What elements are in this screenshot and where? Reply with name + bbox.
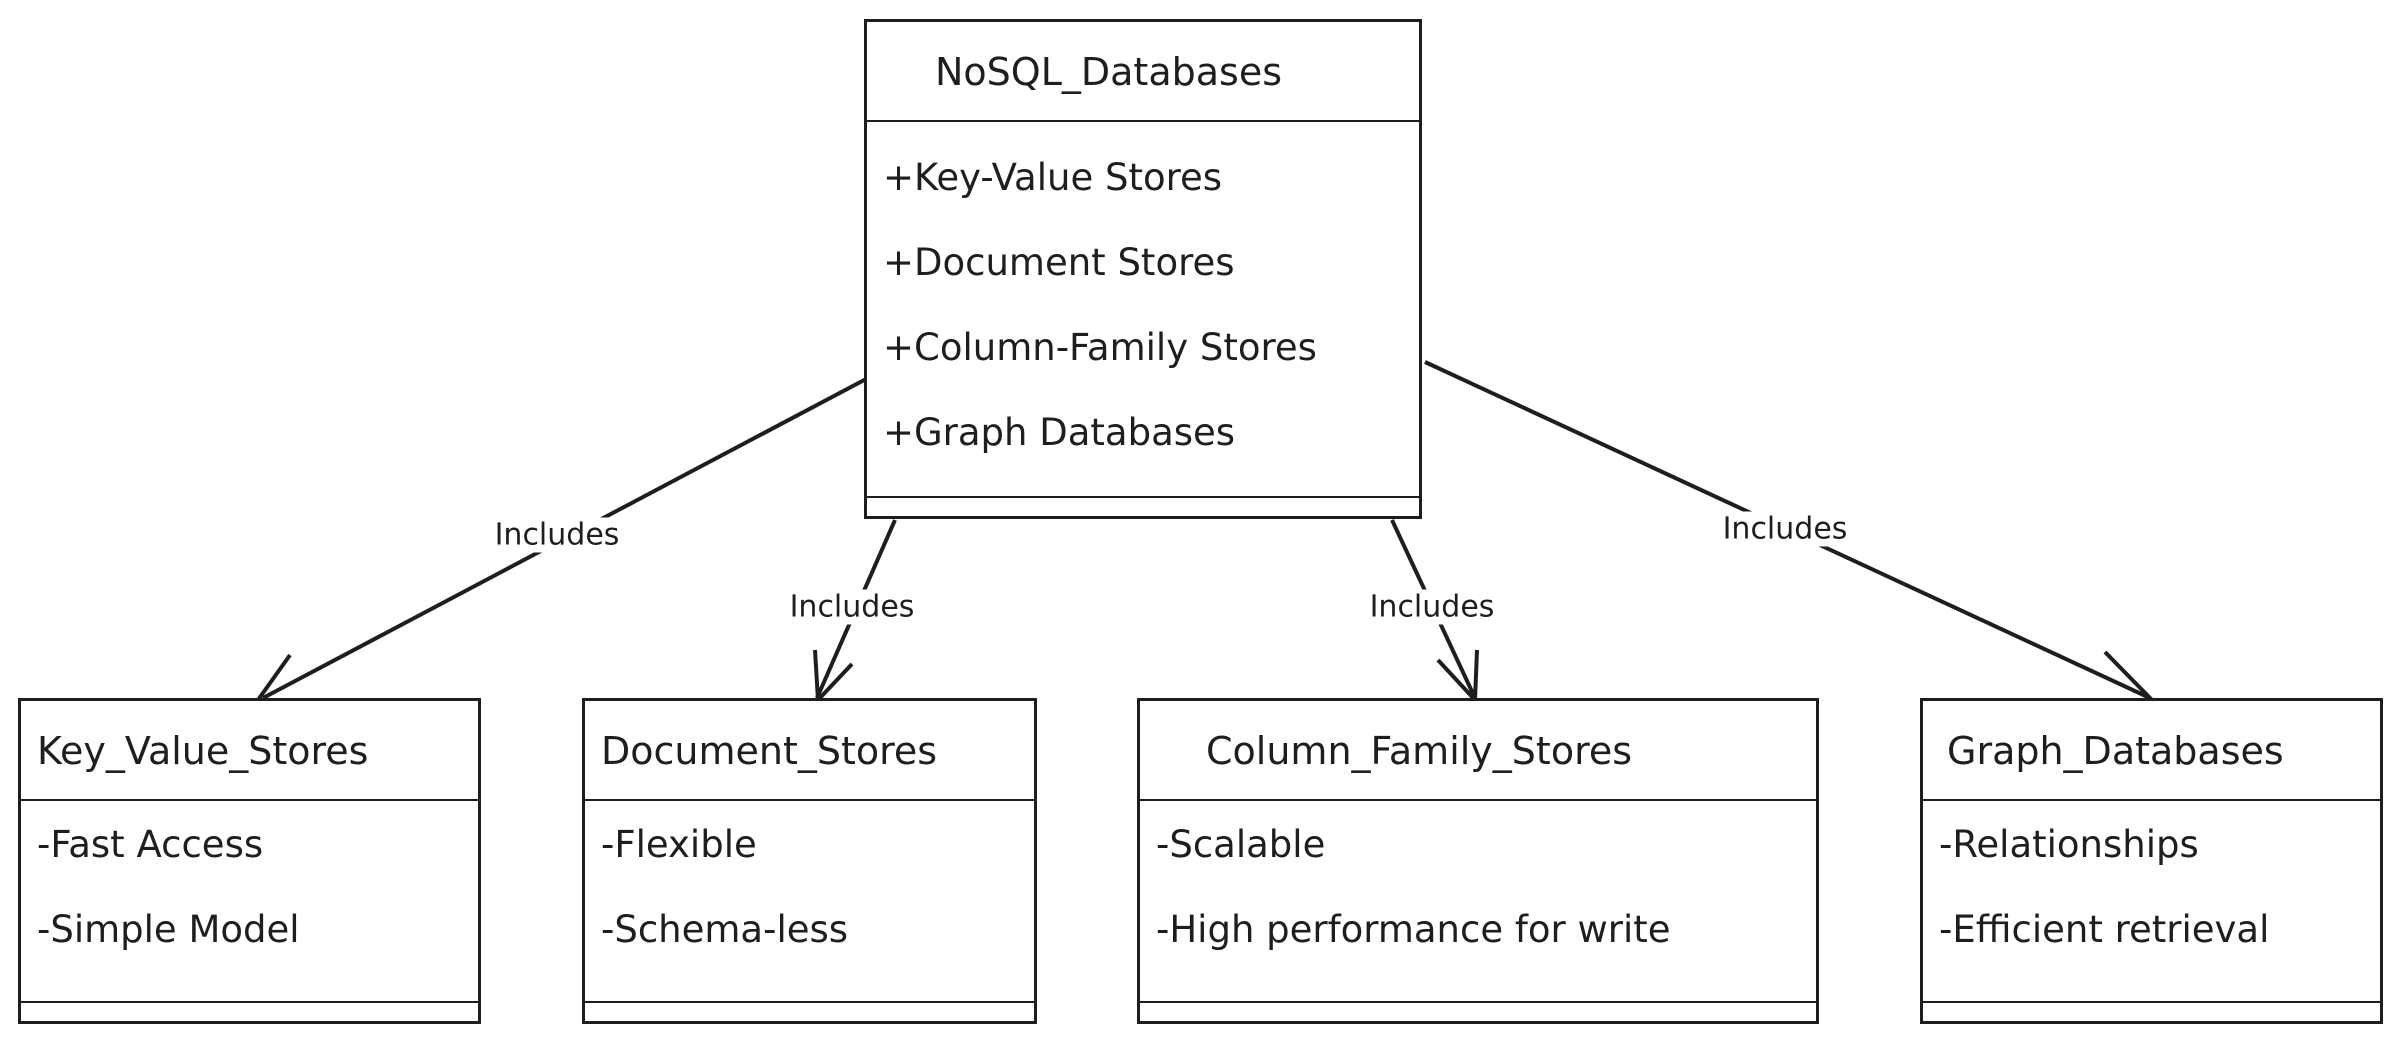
class-box-document-stores: Document_Stores -Flexible -Schema-less	[582, 698, 1037, 1024]
class-attributes: -Fast Access -Simple Model	[37, 811, 468, 981]
attribute-item: +Graph Databases	[883, 411, 1236, 454]
attribute-item: -Flexible	[601, 823, 757, 866]
class-title: Column_Family_Stores	[1140, 701, 1816, 801]
edge-label-graph: Includes	[1718, 511, 1852, 547]
attribute-item: -Simple Model	[37, 908, 300, 951]
attribute-item: -Relationships	[1939, 823, 2199, 866]
edge-label-document: Includes	[785, 589, 919, 625]
class-methods-divider	[1923, 1001, 2380, 1003]
class-methods-divider	[867, 496, 1419, 498]
attribute-item: -Schema-less	[601, 908, 849, 951]
class-attributes: -Flexible -Schema-less	[601, 811, 1024, 981]
edge-label-key-value: Includes	[490, 517, 624, 553]
class-title: NoSQL_Databases	[867, 22, 1419, 122]
class-attributes: -Relationships -Efficient retrieval	[1939, 811, 2370, 981]
edge-label-column-family: Includes	[1365, 589, 1499, 625]
class-box-column-family-stores: Column_Family_Stores -Scalable -High per…	[1137, 698, 1819, 1024]
attribute-item: -High performance for write	[1156, 908, 1671, 951]
attribute-item: +Column-Family Stores	[883, 326, 1317, 369]
class-box-key-value-stores: Key_Value_Stores -Fast Access -Simple Mo…	[18, 698, 481, 1024]
class-title: Key_Value_Stores	[21, 701, 478, 801]
class-box-nosql-databases: NoSQL_Databases +Key-Value Stores +Docum…	[864, 19, 1422, 519]
attribute-item: +Key-Value Stores	[883, 156, 1223, 199]
class-title: Document_Stores	[585, 701, 1034, 801]
class-title: Graph_Databases	[1923, 701, 2380, 801]
attribute-item: -Fast Access	[37, 823, 264, 866]
class-methods-divider	[585, 1001, 1034, 1003]
class-methods-divider	[1140, 1001, 1816, 1003]
class-methods-divider	[21, 1001, 478, 1003]
attribute-item: -Efficient retrieval	[1939, 908, 2270, 951]
class-box-graph-databases: Graph_Databases -Relationships -Efficien…	[1920, 698, 2383, 1024]
class-attributes: -Scalable -High performance for write	[1156, 811, 1806, 981]
attribute-item: -Scalable	[1156, 823, 1326, 866]
attribute-item: +Document Stores	[883, 241, 1235, 284]
class-attributes: +Key-Value Stores +Document Stores +Colu…	[883, 144, 1409, 484]
